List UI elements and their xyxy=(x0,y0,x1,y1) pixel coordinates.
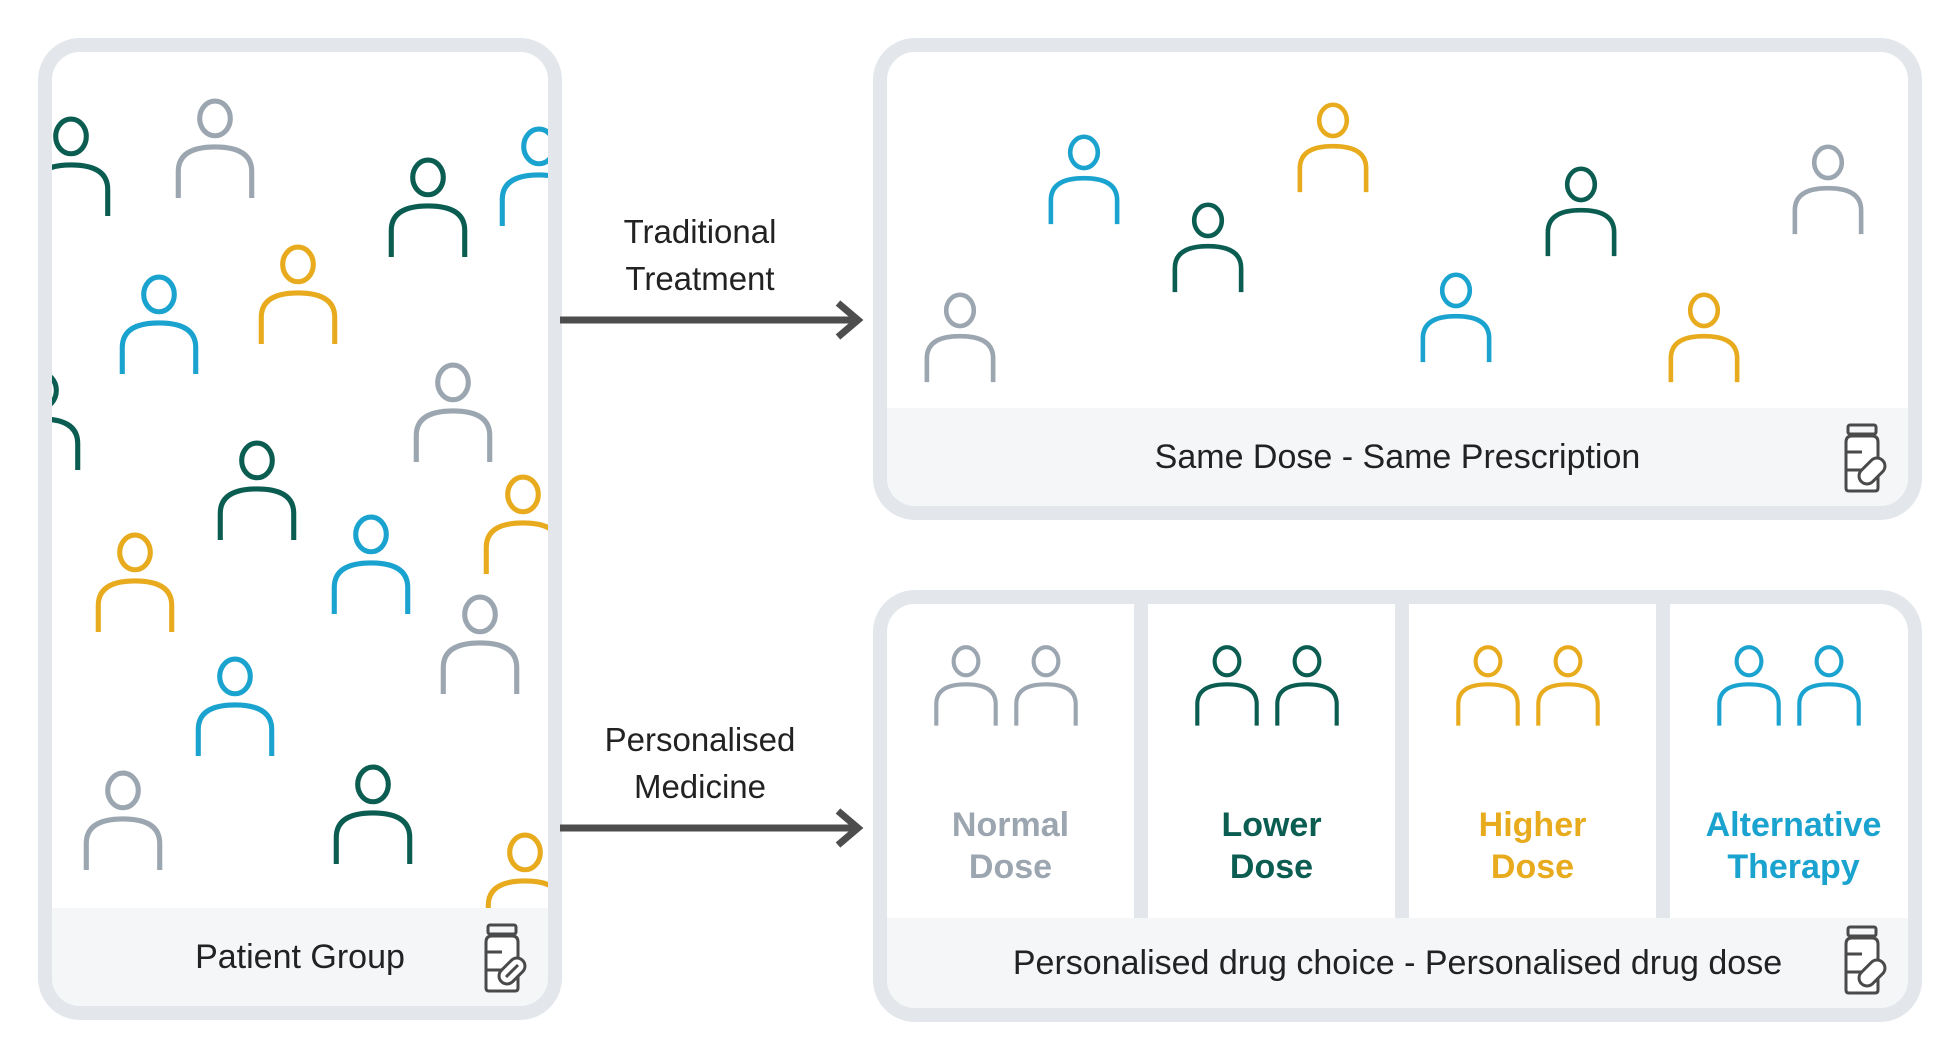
person-icon xyxy=(440,594,520,694)
person-icon xyxy=(1797,645,1861,726)
person-yellow xyxy=(1535,644,1601,733)
person-green xyxy=(52,370,82,477)
person-icon xyxy=(1536,645,1600,726)
traditional-arrow xyxy=(560,300,864,340)
person-icon xyxy=(217,440,297,540)
person-pair xyxy=(887,644,1134,734)
person-icon xyxy=(934,645,998,726)
person-green xyxy=(1544,166,1618,263)
person-green xyxy=(332,764,414,871)
person-grey xyxy=(1791,144,1865,241)
personalised-panel: Normal Dose Lower Dose Higher Dose Alter… xyxy=(873,590,1922,1022)
category-divider xyxy=(1395,604,1409,924)
person-icon xyxy=(83,770,163,870)
same-dose-label: Same Dose - Same Prescription xyxy=(1154,437,1641,476)
person-blue xyxy=(1796,644,1862,733)
prescription-bottle-icon xyxy=(1844,925,1887,995)
category-normal-dose: Normal Dose xyxy=(887,604,1134,924)
person-green xyxy=(1274,644,1340,733)
person-icon xyxy=(1545,166,1617,257)
person-icon xyxy=(485,832,548,932)
person-blue xyxy=(330,514,412,621)
person-green xyxy=(1171,202,1245,299)
person-pair xyxy=(1148,644,1395,734)
person-yellow xyxy=(482,474,548,581)
person-icon xyxy=(1456,645,1520,726)
person-icon xyxy=(1668,292,1740,383)
person-green xyxy=(52,116,112,223)
person-icon xyxy=(413,362,493,462)
person-icon xyxy=(499,126,548,226)
person-blue xyxy=(194,656,276,763)
personalised-label: Personalised drug choice - Personalised … xyxy=(1012,943,1783,982)
personalised-arrow xyxy=(560,808,864,848)
person-pair xyxy=(1670,644,1908,734)
person-grey xyxy=(82,770,164,877)
person-icon xyxy=(483,474,548,574)
category-divider xyxy=(1656,604,1670,924)
person-green xyxy=(1194,644,1260,733)
person-blue xyxy=(1047,134,1121,231)
patient-group-footer: Patient Group xyxy=(52,908,548,1006)
person-blue xyxy=(1419,272,1493,369)
person-yellow xyxy=(257,244,339,351)
person-icon xyxy=(175,98,255,198)
person-icon xyxy=(195,656,275,756)
person-icon xyxy=(1717,645,1781,726)
person-icon xyxy=(1297,102,1369,193)
category-label: Higher Dose xyxy=(1478,806,1587,886)
prescription-bottle-icon xyxy=(484,923,527,993)
same-dose-footer: Same Dose - Same Prescription xyxy=(887,408,1908,506)
person-pair xyxy=(1409,644,1656,734)
person-grey xyxy=(923,292,997,389)
person-grey xyxy=(412,362,494,469)
person-icon xyxy=(119,274,199,374)
person-yellow xyxy=(1296,102,1370,199)
person-icon xyxy=(1048,134,1120,225)
person-icon xyxy=(1420,272,1492,363)
personalised-medicine-label: Personalised Medicine xyxy=(604,721,796,805)
person-icon xyxy=(333,764,413,864)
person-blue xyxy=(118,274,200,381)
person-icon xyxy=(331,514,411,614)
category-label: Alternative Therapy xyxy=(1705,806,1882,886)
category-alternative-therapy: Alternative Therapy xyxy=(1670,604,1908,924)
category-divider xyxy=(1134,604,1148,924)
person-icon xyxy=(1195,645,1259,726)
prescription-bottle-icon xyxy=(1844,423,1887,493)
person-icon xyxy=(258,244,338,344)
patient-group-label: Patient Group xyxy=(195,937,405,976)
person-icon xyxy=(1014,645,1078,726)
person-grey xyxy=(933,644,999,733)
person-blue xyxy=(1716,644,1782,733)
same-dose-panel: Same Dose - Same Prescription xyxy=(873,38,1922,520)
category-label: Lower Dose xyxy=(1221,806,1322,886)
traditional-treatment-label: Traditional Treatment xyxy=(623,213,777,297)
person-grey xyxy=(1013,644,1079,733)
person-icon xyxy=(52,374,81,470)
person-yellow xyxy=(484,832,548,939)
person-icon xyxy=(1172,202,1244,293)
person-yellow xyxy=(94,532,176,639)
category-label: Normal Dose xyxy=(951,806,1070,886)
person-icon xyxy=(52,116,111,216)
person-green xyxy=(387,157,469,264)
person-yellow xyxy=(1455,644,1521,733)
category-lower-dose: Lower Dose xyxy=(1148,604,1395,924)
person-green xyxy=(216,440,298,547)
person-yellow xyxy=(1667,292,1741,389)
person-icon xyxy=(924,292,996,383)
person-icon xyxy=(1275,645,1339,726)
person-icon xyxy=(388,157,468,257)
person-grey xyxy=(174,98,256,205)
patient-group-panel: Patient Group xyxy=(38,38,562,1020)
personalised-footer: Personalised drug choice - Personalised … xyxy=(887,918,1908,1008)
person-grey xyxy=(439,594,521,701)
person-icon xyxy=(95,532,175,632)
person-blue xyxy=(498,126,548,233)
person-icon xyxy=(1792,144,1864,235)
category-higher-dose: Higher Dose xyxy=(1409,604,1656,924)
